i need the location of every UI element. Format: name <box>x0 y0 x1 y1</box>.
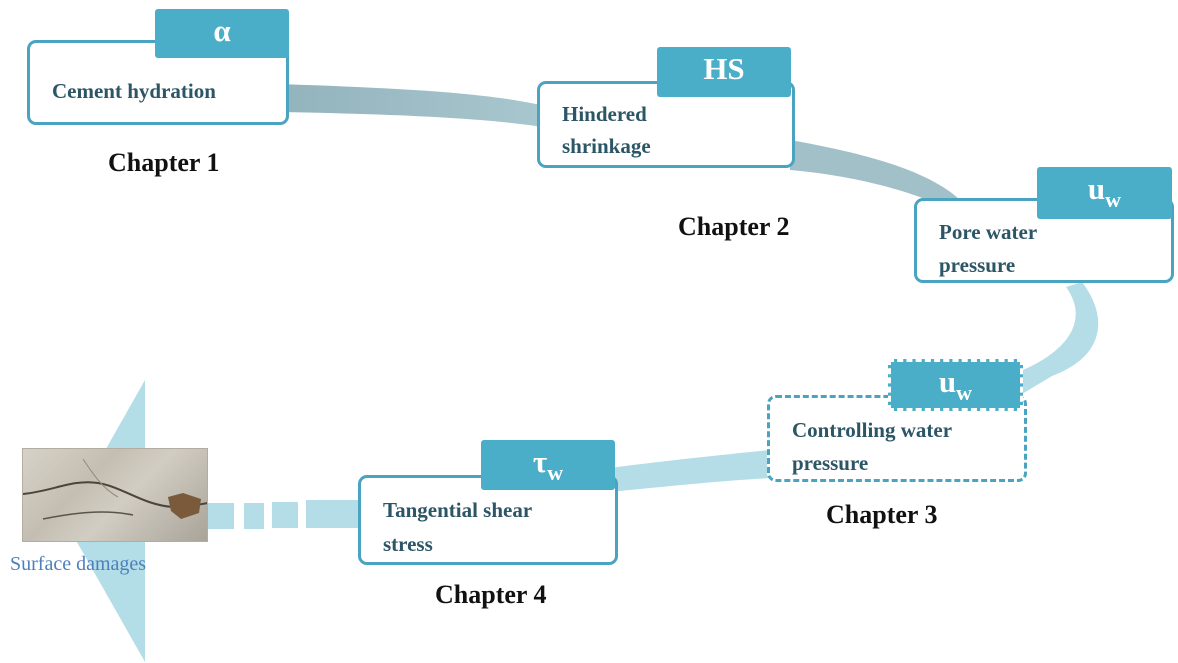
alpha-symbol-tag: α <box>155 9 289 58</box>
crack-illustration <box>23 458 207 520</box>
w-subscript: w <box>547 460 564 485</box>
pore-water-pressure-line-1: Pore water <box>939 220 1038 244</box>
tangential-shear-stress-box: Tangential shear stress <box>358 475 618 565</box>
flow-dash <box>244 503 264 529</box>
uw-symbol-tag: uw <box>1037 167 1172 219</box>
w-subscript: w <box>956 380 973 405</box>
hindered-shrinkage-line-2: shrinkage <box>562 134 651 158</box>
flow-ribbon-next-to-4 <box>610 450 772 492</box>
flow-dashes-4-to-damage <box>206 500 358 529</box>
flow-dash <box>306 500 358 528</box>
surface-damage-photo <box>22 448 208 542</box>
flow-ribbon-1-2 <box>280 84 560 130</box>
hs-symbol: HS <box>703 51 745 86</box>
flow-ribbon-2-3 <box>790 140 960 210</box>
alpha-symbol: α <box>213 13 231 48</box>
pore-water-pressure-line-2: pressure <box>939 253 1016 277</box>
surface-damages-label: Surface damages <box>10 553 147 575</box>
hindered-shrinkage-line-1: Hindered <box>562 102 647 126</box>
tau-symbol: τ <box>532 444 548 479</box>
uw-control-symbol-tag: uw <box>888 359 1023 411</box>
cement-hydration-label: Cement hydration <box>52 79 216 103</box>
chapter-4-label: Chapter 4 <box>435 580 547 609</box>
controlling-water-pressure-line-2: pressure <box>792 451 869 475</box>
tangential-shear-stress-line-2: stress <box>383 532 433 556</box>
chapter-2-label: Chapter 2 <box>678 212 790 241</box>
tangential-shear-stress-line-1: Tangential shear <box>383 498 533 522</box>
chapter-3-label: Chapter 3 <box>826 500 938 529</box>
u-symbol: u <box>938 364 957 399</box>
chapter-1-label: Chapter 1 <box>108 148 220 177</box>
w-subscript: w <box>1105 187 1122 212</box>
flow-dash <box>206 503 234 529</box>
hs-symbol-tag: HS <box>657 47 791 97</box>
controlling-water-pressure-line-1: Controlling water <box>792 418 953 442</box>
flow-ribbon-3-to-next <box>1018 282 1099 394</box>
pore-water-pressure-box: Pore water pressure <box>914 198 1174 283</box>
flow-dash <box>272 502 298 528</box>
tau-w-symbol-tag: τw <box>481 440 615 490</box>
u-symbol: u <box>1087 171 1106 206</box>
